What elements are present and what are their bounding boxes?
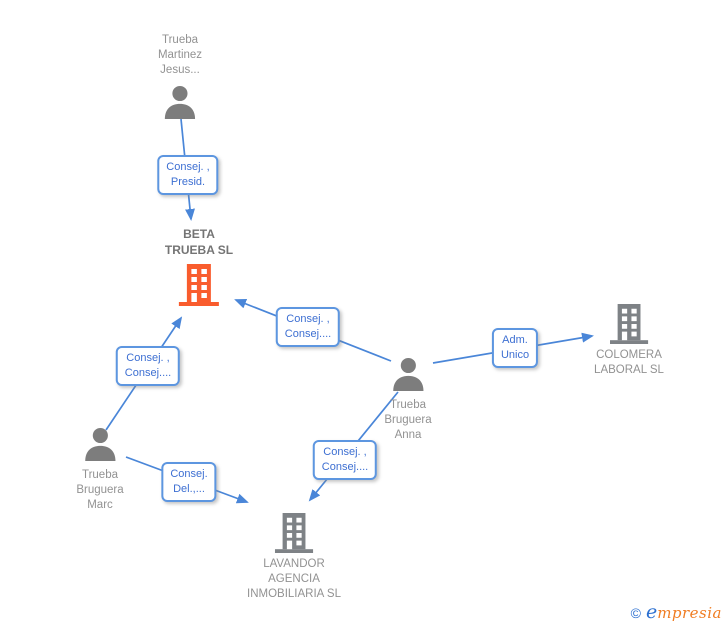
node-label-line: Marc [87, 499, 113, 511]
building-icon [178, 264, 219, 306]
relationship-role-line: Unico [500, 349, 530, 361]
node-label-line: LAVANDOR [263, 558, 325, 570]
node-label-line: COLOMERA [596, 349, 662, 361]
node-label-line: INMOBILIARIA SL [247, 588, 341, 600]
node-lavandor-agencia-inmobiliaria-sl[interactable]: LAVANDOR AGENCIA INMOBILIARIA SL [247, 513, 341, 602]
node-label-line: BETA [183, 227, 215, 241]
node-trueba-martinez-jesus[interactable]: Trueba Martinez Jesus... [158, 33, 202, 119]
brand-rest: mpresia [657, 604, 722, 622]
node-label-line: AGENCIA [268, 573, 320, 585]
node-label-line: TRUEBA SL [164, 242, 234, 257]
relationship-role-line: Adm. [502, 334, 528, 346]
node-trueba-bruguera-marc[interactable]: Trueba Bruguera Marc [76, 427, 124, 513]
node-label: Trueba Bruguera Marc [76, 468, 123, 513]
relationship-label-marc-lavandor: Consej. Del.,... [161, 462, 217, 502]
node-trueba-bruguera-anna[interactable]: Trueba Bruguera Anna [384, 357, 432, 443]
node-beta-trueba-sl[interactable]: BETA TRUEBA SL [165, 227, 233, 308]
node-colomera-laboral-sl[interactable]: COLOMERA LABORAL SL [594, 304, 664, 378]
relationship-label-anna-lavandor: Consej. , Consej.... [312, 440, 378, 480]
person-icon [392, 357, 424, 391]
brand-first-letter: e [645, 601, 658, 623]
node-label: Trueba Martinez Jesus... [158, 33, 202, 78]
brand-wordmark: empresia [646, 601, 722, 623]
node-label-line: Trueba [81, 469, 118, 481]
node-label-line: Martinez [157, 49, 203, 61]
relationship-role-line: Consej. , [286, 313, 330, 325]
node-label-line: Trueba [161, 34, 199, 46]
relationship-role-line: Presid. [170, 176, 206, 188]
node-label-line: Trueba [389, 399, 426, 411]
empresia-logo[interactable]: © empresia [631, 601, 722, 623]
relationship-role-line: Consej. , [126, 352, 170, 364]
building-icon [609, 304, 649, 344]
copyright-icon: © [630, 605, 641, 621]
relationship-label-anna-beta: Consej. , Consej.... [275, 307, 341, 347]
relationship-label-marc-beta: Consej. , Consej.... [115, 346, 181, 386]
node-label: BETA TRUEBA SL [165, 227, 233, 258]
person-icon [164, 85, 196, 119]
relationship-label-jesus-beta: Consej. , Presid. [157, 155, 219, 195]
node-label-line: Anna [394, 429, 422, 441]
relationship-label-anna-colomera: Adm. Unico [491, 328, 539, 368]
relationship-role-line: Consej.... [124, 367, 172, 379]
relationship-role-line: Del.,... [173, 483, 205, 495]
node-label: COLOMERA LABORAL SL [594, 348, 664, 378]
node-label-line: Bruguera [384, 414, 432, 426]
relationship-role-line: Consej. , [166, 161, 210, 173]
relationship-role-line: Consej.... [284, 328, 332, 340]
relationship-role-line: Consej. , [323, 446, 367, 458]
node-label-line: LABORAL SL [594, 364, 664, 376]
node-label: Trueba Bruguera Anna [384, 398, 431, 443]
relationship-role-line: Consej.... [321, 461, 369, 473]
relationship-role-line: Consej. [170, 468, 208, 480]
building-icon [274, 513, 314, 553]
node-label: LAVANDOR AGENCIA INMOBILIARIA SL [247, 557, 341, 602]
node-label-line: Bruguera [76, 484, 124, 496]
node-label-line: Jesus... [160, 64, 200, 76]
person-icon [84, 427, 116, 461]
